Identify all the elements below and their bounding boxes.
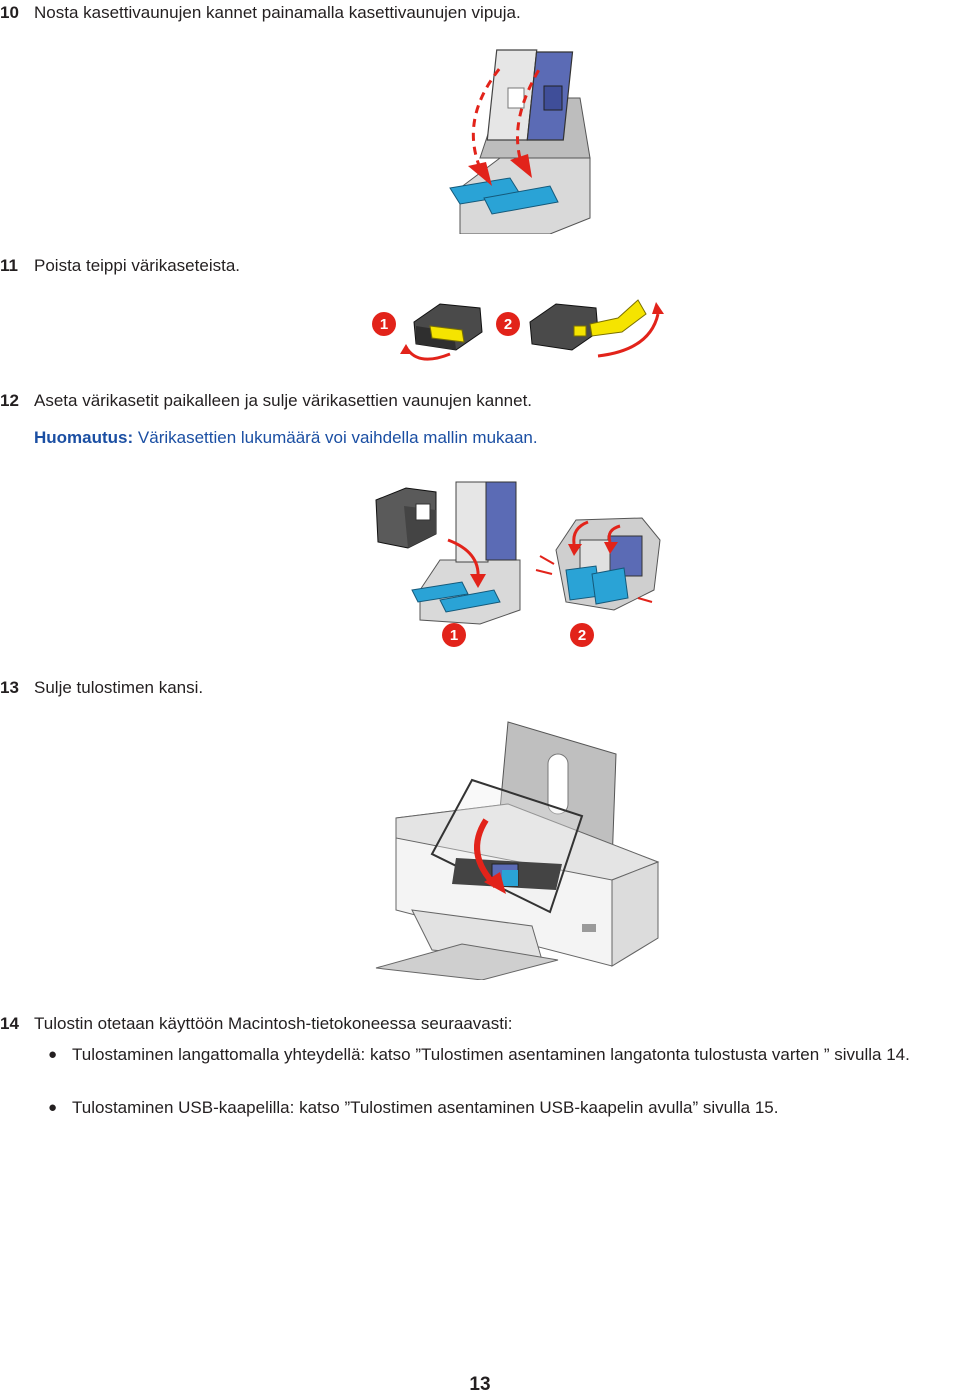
step-11: 11 Poista teippi värikaseteista. xyxy=(0,255,240,277)
bullet-dot: ● xyxy=(48,1099,58,1116)
step-badge-2 xyxy=(570,623,594,647)
step-badge-1 xyxy=(442,623,466,647)
step-number: 10 xyxy=(0,3,19,22)
step-number: 13 xyxy=(0,678,19,697)
step-badge-1 xyxy=(372,312,396,336)
badge-label: 2 xyxy=(578,627,586,644)
page-number: 13 xyxy=(469,1374,491,1395)
note-text: Värikasettien lukumäärä voi vaihdella ma… xyxy=(137,428,538,447)
step-number: 11 xyxy=(0,256,18,275)
insert-cartridges-illustration: 1 2 xyxy=(375,481,661,647)
step-text: Aseta värikasetit paikalleen ja sulje vä… xyxy=(34,391,533,410)
step-number: 12 xyxy=(0,391,19,410)
carrier-lever-illustration xyxy=(449,49,591,234)
step-text: Nosta kasettivaunujen kannet painamalla … xyxy=(34,3,521,22)
step-number: 14 xyxy=(0,1014,19,1033)
note-label: Huomautus: xyxy=(34,428,134,447)
bullet-text: Tulostaminen langattomalla yhteydellä: k… xyxy=(72,1045,910,1064)
badge-label: 2 xyxy=(504,316,512,333)
step-text: Poista teippi värikaseteista. xyxy=(34,256,240,275)
badge-label: 1 xyxy=(380,316,388,333)
step-12: 12 Aseta värikasetit paikalleen ja sulje … xyxy=(0,390,532,412)
bullet-item-usb: ● Tulostaminen USB-kaapelilla: katso ”Tu… xyxy=(34,1095,934,1120)
step-badge-2 xyxy=(496,312,520,336)
note: Huomautus: Värikasettien lukumäärä voi v… xyxy=(34,427,538,449)
bullet-dot: ● xyxy=(48,1046,58,1063)
step-text: Sulje tulostimen kansi. xyxy=(34,678,204,697)
step-13: 13 Sulje tulostimen kansi. xyxy=(0,677,203,699)
close-printer-cover-illustration xyxy=(375,721,660,980)
bullet-item-wireless: ● Tulostaminen langattomalla yhteydellä:… xyxy=(34,1042,934,1092)
step-text: Tulostin otetaan käyttöön Macintosh-tiet… xyxy=(34,1014,513,1033)
badge-label: 1 xyxy=(450,627,458,644)
remove-tape-illustration: 1 2 xyxy=(372,299,664,361)
step-14: 14 Tulostin otetaan käyttöön Macintosh-ti… xyxy=(0,1013,512,1035)
step-10: 10 Nosta kasettivaunujen kannet painamall… xyxy=(0,2,521,24)
bullet-text: Tulostaminen USB-kaapelilla: katso ”Tulo… xyxy=(72,1098,779,1117)
